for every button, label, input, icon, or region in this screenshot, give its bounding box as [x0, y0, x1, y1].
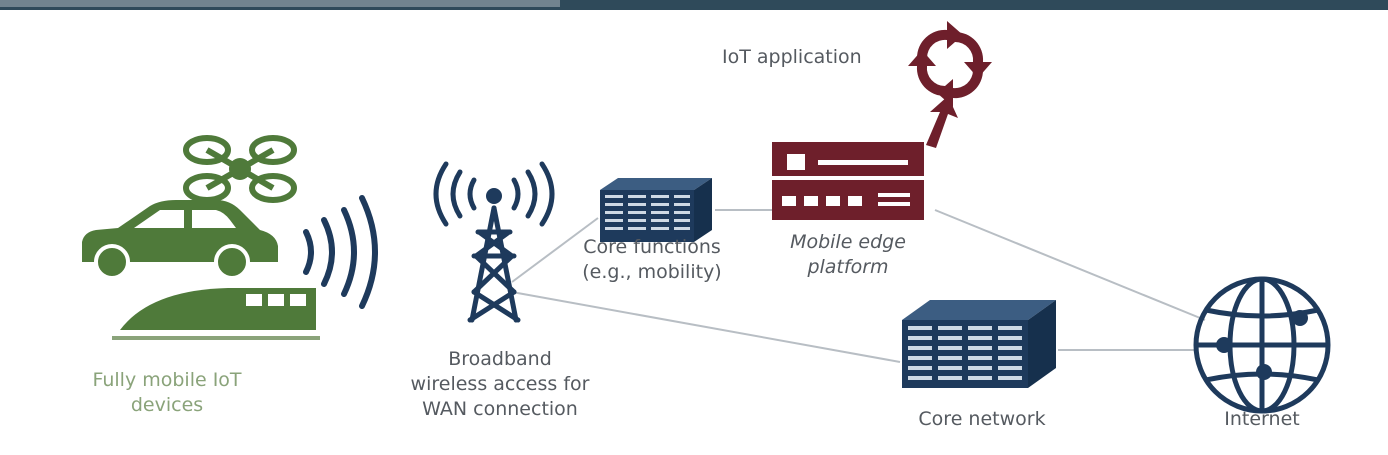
line-tower-to-core-functions — [511, 217, 599, 283]
label-broadband-line1: Broadband — [448, 348, 552, 370]
line-tower-to-core-network — [511, 291, 901, 363]
train-icon — [112, 288, 320, 340]
label-broadband-access: Broadband wireless access for WAN connec… — [395, 347, 605, 422]
label-iot-application: IoT application — [722, 46, 862, 68]
drone-icon — [183, 135, 297, 203]
label-core-functions-line1: Core functions — [583, 236, 721, 258]
label-broadband-line3: WAN connection — [422, 398, 578, 420]
label-devices-line2: devices — [130, 394, 204, 416]
connector-lines — [511, 209, 1206, 363]
label-core-functions-line2: (e.g., mobility) — [582, 261, 722, 283]
label-mobile-edge-line1: Mobile edge — [790, 231, 906, 253]
line-edge-to-internet — [934, 209, 1206, 321]
server-rack-icon — [902, 300, 1056, 388]
cycle-arrows-icon — [908, 21, 992, 148]
edge-server-icon — [772, 142, 924, 220]
label-internet: Internet — [1224, 408, 1300, 430]
label-devices-line1: Fully mobile IoT — [92, 369, 242, 391]
label-mobile-edge-platform: Mobile edge platform — [773, 230, 923, 280]
signal-waves-icon — [303, 195, 378, 309]
label-core-network: Core network — [918, 408, 1046, 430]
label-mobile-edge-line2: platform — [807, 256, 889, 278]
top-border-faded-text — [0, 0, 560, 7]
cell-tower-icon — [433, 161, 555, 323]
label-iot-devices: Fully mobile IoT devices — [52, 368, 282, 418]
label-core-functions: Core functions (e.g., mobility) — [564, 235, 740, 285]
globe-icon — [1193, 276, 1331, 414]
server-rack-small-icon — [600, 178, 712, 242]
top-border-bar — [0, 0, 1388, 10]
tower-antenna-dot — [486, 188, 502, 204]
car-icon — [82, 200, 278, 280]
label-broadband-line2: wireless access for — [410, 373, 590, 395]
globe-nodes — [1216, 310, 1308, 380]
